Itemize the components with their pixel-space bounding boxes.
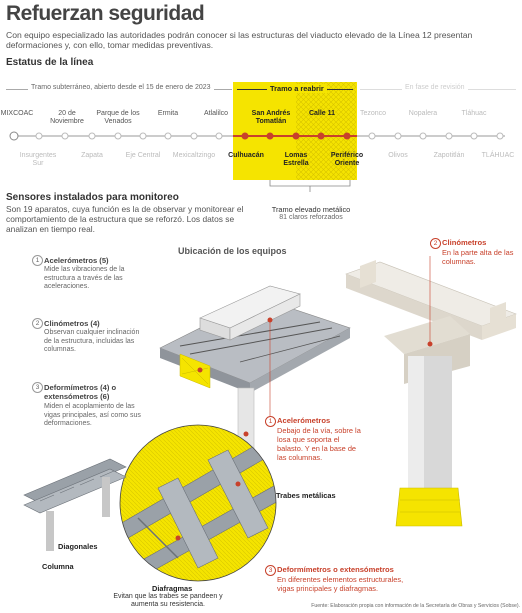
callout-number: 3 (265, 565, 276, 576)
underground-label: Tramo subterráneo, abierto desde el 15 d… (28, 84, 214, 91)
station-label: San Andrés Tomatlán (251, 110, 291, 126)
station-label: Eje Central (125, 152, 161, 159)
label-diagonales: Diagonales (58, 542, 98, 551)
station-label: 20 de Noviembre (50, 110, 84, 126)
station-dot (9, 131, 19, 141)
reopen-segment: Tramo a reabrir (233, 84, 357, 94)
viaduct-illustration (159, 285, 351, 451)
station-dot (114, 132, 122, 140)
station-label: Nopalera (408, 110, 438, 117)
station-label: Calle 11 (308, 110, 336, 117)
page-title: Refuerzan seguridad (6, 2, 205, 25)
station-dot (496, 132, 504, 140)
station-dot (241, 132, 249, 140)
callout-title: Acelerómetros (277, 416, 331, 425)
label-columna: Columna (42, 562, 74, 571)
station-label: TLÁHUAC (481, 152, 515, 159)
source-note: Fuente: Elaboración propia con informaci… (311, 603, 520, 609)
station-label: Lomas Estrella (283, 152, 309, 168)
hatch-area (296, 82, 356, 180)
elevated-bracket (269, 180, 351, 192)
sensor-number: 2 (32, 318, 43, 329)
elevated-sub: 81 claros reforzados (279, 214, 343, 221)
station-label: MIXCOAC (0, 110, 34, 117)
station-label: Atlalilco (203, 110, 229, 117)
sensor-desc: Mide las vibraciones de la estructura a … (44, 266, 125, 291)
station-dot (88, 132, 96, 140)
callout-desc: En diferentes elementos estructurales, v… (277, 575, 404, 593)
station-dot (470, 132, 478, 140)
station-dot (266, 132, 274, 140)
label-diafragmas: Diafragmas (152, 584, 193, 593)
station-dot (190, 132, 198, 140)
sensor-desc: Observan cualquier inclinación de la est… (44, 329, 140, 354)
review-label: En fase de revisión (402, 84, 468, 91)
truss-illustration (23, 458, 127, 551)
station-dot (343, 132, 351, 140)
diafragmas-desc: Evitan que las trabes se pandeen y aumen… (113, 593, 223, 609)
callout-desc: En la parte alta de las columnas. (442, 248, 514, 266)
sensor-number: 1 (32, 255, 43, 266)
callout-title: Deformímetros o extensómetros (277, 565, 394, 574)
girder-detail (119, 424, 277, 582)
station-dot (61, 132, 69, 140)
location-heading: Ubicación de los equipos (178, 246, 287, 256)
callout-number: 1 (265, 416, 276, 427)
callout-number: 2 (430, 238, 441, 249)
review-segment: En fase de revisión (360, 84, 516, 94)
sensor-desc: Miden el acoplamiento de las vigas princ… (44, 403, 141, 428)
station-label: Mexicaltzingo (172, 152, 216, 159)
underground-segment: Tramo subterráneo, abierto desde el 15 d… (6, 84, 232, 94)
station-dot (139, 132, 147, 140)
sensors-intro: Son 19 aparatos, cuya función es la de o… (6, 204, 244, 234)
station-dot (394, 132, 402, 140)
sensor-title: Acelerómetros (5) (44, 256, 109, 265)
station-dot (317, 132, 325, 140)
station-label: Parque de los Venados (96, 110, 140, 126)
sensor-number: 3 (32, 382, 43, 393)
station-label: Periférico Oriente (330, 152, 364, 168)
sensor-title: Clinómetros (4) (44, 319, 100, 328)
station-dot (164, 132, 172, 140)
sensor-title: Deformímetros (4) o extensómetros (6) (44, 383, 117, 401)
station-dot (419, 132, 427, 140)
label-trabes: Trabes metálicas (276, 491, 336, 500)
station-label: Zapotitlán (433, 152, 465, 159)
station-label: Tláhuac (461, 110, 487, 117)
station-label: Zapata (81, 152, 103, 159)
sensors-heading: Sensores instalados para monitoreo (6, 192, 179, 203)
station-dot (215, 132, 223, 140)
column-illustration (345, 256, 517, 527)
station-dot (445, 132, 453, 140)
status-heading: Estatus de la línea (6, 57, 94, 68)
callout-desc: Debajo de la vía, sobre la losa que sopo… (277, 426, 361, 462)
station-label: Ermita (157, 110, 179, 117)
station-dot (292, 132, 300, 140)
reopen-label: Tramo a reabrir (267, 84, 327, 93)
callout-title: Clinómetros (442, 238, 487, 247)
line-12-track (9, 131, 505, 141)
station-label: Tezonco (359, 110, 387, 117)
station-label: Culhuacán (228, 152, 264, 159)
station-label: Olivos (388, 152, 408, 159)
station-dot (35, 132, 43, 140)
elevated-title: Tramo elevado metálico (271, 205, 351, 214)
station-label: Insurgentes Sur (19, 152, 57, 168)
intro-text: Con equipo especializado las autoridades… (6, 30, 473, 50)
station-dot (368, 132, 376, 140)
